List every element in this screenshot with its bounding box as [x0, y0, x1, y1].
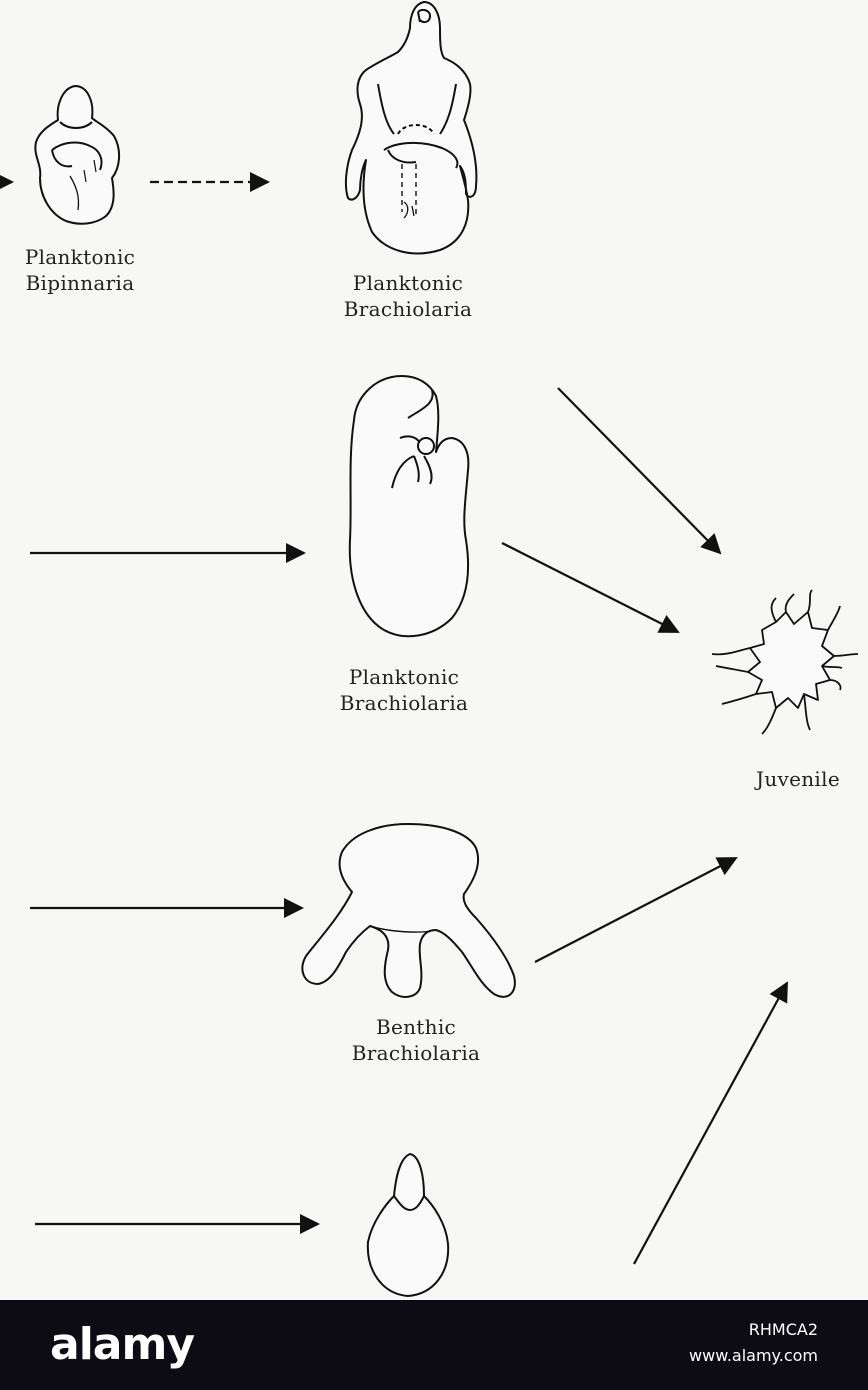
label-line: Brachiolaria	[318, 1040, 514, 1066]
label-planktonic-bipinnaria: Planktonic Bipinnaria	[0, 244, 168, 296]
watermark-bar: alamy RHMCA2 www.alamy.com	[0, 1300, 868, 1390]
label-line: Planktonic	[310, 270, 506, 296]
label-line: Planktonic	[306, 664, 502, 690]
diagram-canvas	[0, 0, 868, 1300]
arrow-benthic-to-juvenile	[535, 858, 736, 962]
bottom-larva-drawing	[368, 1154, 448, 1296]
arrow-bottom-to-juvenile	[634, 983, 787, 1264]
label-line: Planktonic	[0, 244, 168, 270]
label-line: Brachiolaria	[306, 690, 502, 716]
benthic-brachiolaria-drawing	[302, 824, 514, 997]
juvenile-drawing	[712, 590, 858, 734]
brachiolaria-top-drawing	[346, 2, 476, 253]
life-cycle-figure: Planktonic Bipinnaria Planktonic Brachio…	[0, 0, 868, 1300]
label-line: Bipinnaria	[0, 270, 168, 296]
arrow-brachiolaria-mid-to-juvenile	[502, 543, 678, 632]
bipinnaria-larva-drawing	[35, 86, 119, 224]
brand-logo: alamy	[50, 1320, 194, 1370]
image-id-text: RHMCA2	[749, 1318, 818, 1342]
label-benthic-brachiolaria: Benthic Brachiolaria	[318, 1014, 514, 1066]
site-url-text: www.alamy.com	[689, 1344, 818, 1368]
label-line: Juvenile	[728, 766, 868, 792]
label-line: Benthic	[318, 1014, 514, 1040]
label-line: Brachiolaria	[310, 296, 506, 322]
arrow-brachiolaria-top-to-juvenile	[558, 388, 720, 553]
label-planktonic-brachiolaria-mid: Planktonic Brachiolaria	[306, 664, 502, 716]
label-juvenile: Juvenile	[728, 766, 868, 792]
brachiolaria-mid-drawing	[350, 376, 469, 636]
label-planktonic-brachiolaria-top: Planktonic Brachiolaria	[310, 270, 506, 322]
